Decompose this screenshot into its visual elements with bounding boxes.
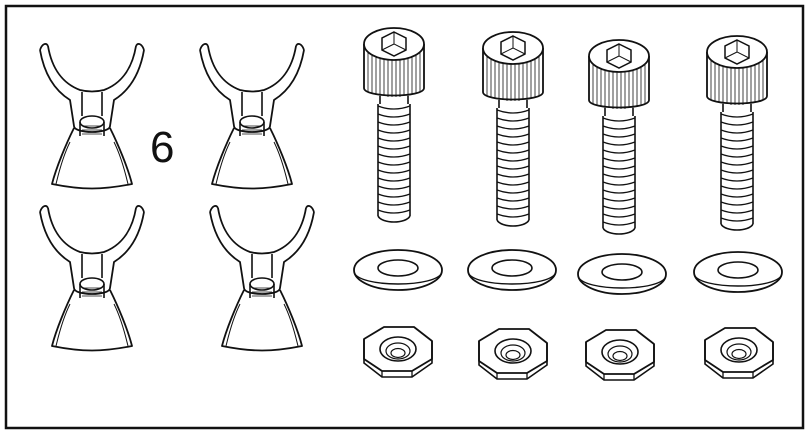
flat-washer-icon — [353, 249, 443, 291]
part-number-label: 6 — [150, 123, 175, 172]
flat-washer-icon — [693, 251, 783, 293]
flat-washer-icon — [577, 253, 667, 295]
flat-washer-icon — [467, 249, 557, 291]
